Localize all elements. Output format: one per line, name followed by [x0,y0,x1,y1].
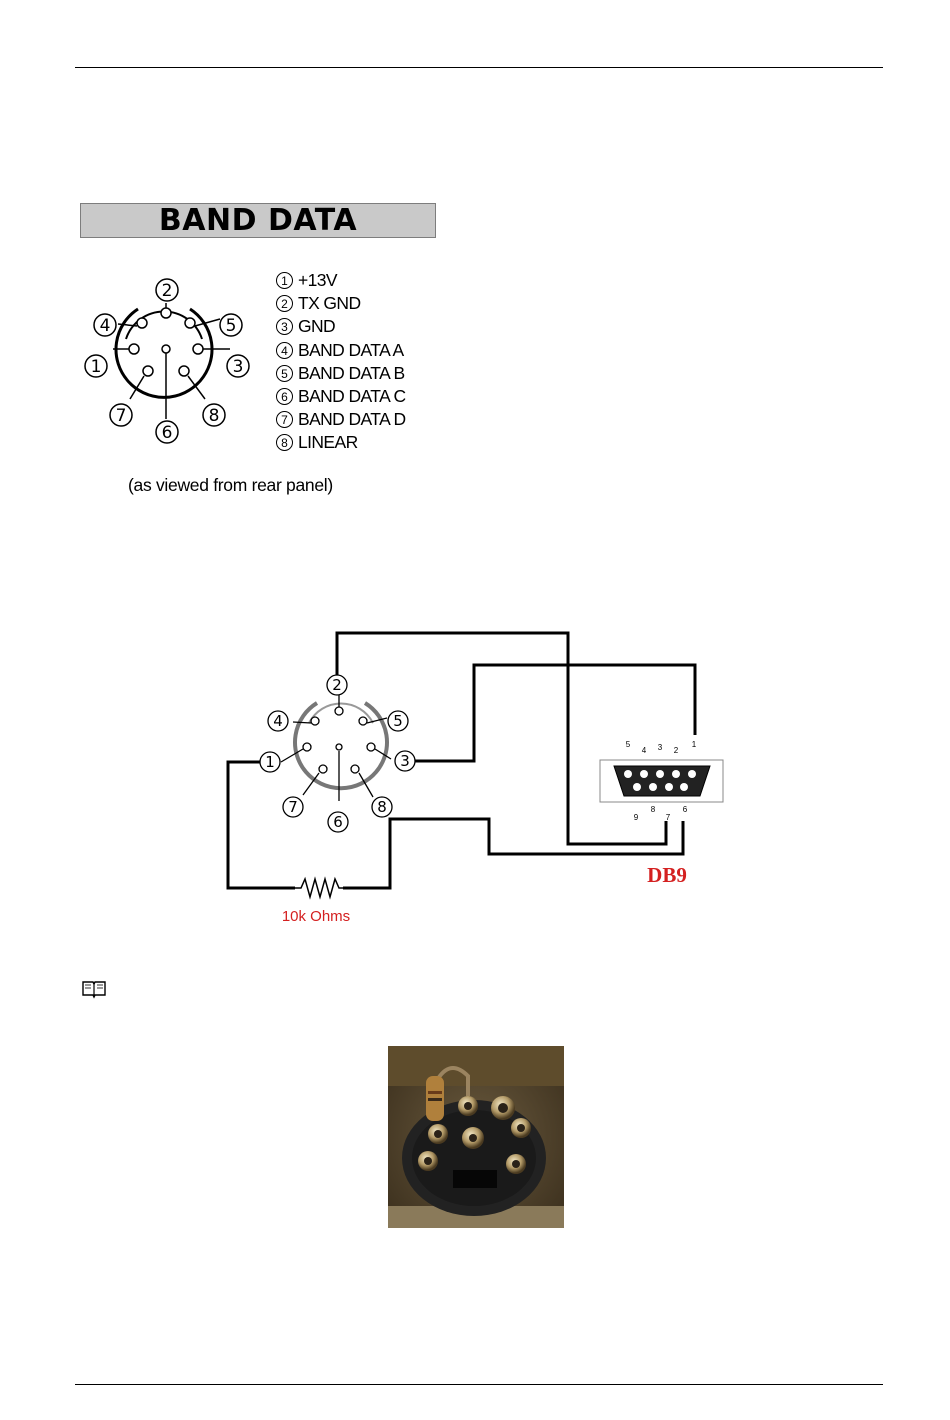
pin-item: 8 LINEAR [276,431,406,454]
svg-text:6: 6 [333,813,343,831]
pin-item: 6 BAND DATA C [276,385,406,408]
svg-text:8: 8 [377,798,387,816]
pin-label: BAND DATA B [298,362,405,385]
pin-label: GND [298,315,335,338]
svg-text:8: 8 [651,805,656,814]
svg-text:4: 4 [273,712,283,730]
wire-resistor-pin8-db9 [343,819,683,888]
open-book-icon [81,979,107,999]
svg-text:6: 6 [683,805,688,814]
pin-label: TX GND [298,292,361,315]
svg-text:7: 7 [666,813,671,822]
din-connector-diagram: 2 4 5 1 3 7 8 6 [80,269,260,449]
pin-hole-4 [137,318,147,328]
pin-number-badge: 2 [276,295,293,312]
rear-panel-note: (as viewed from rear panel) [128,475,333,496]
pin-label: BAND DATA D [298,408,406,431]
resistor-label: 10k Ohms [282,908,350,925]
svg-text:2: 2 [674,746,679,755]
svg-text:5: 5 [226,316,237,336]
svg-text:7: 7 [116,406,127,426]
pin-hole-5 [185,318,195,328]
connector-photo [388,1046,564,1228]
svg-text:4: 4 [100,316,111,336]
pin-number-badge: 6 [276,388,293,405]
pin-hole-2 [161,308,171,318]
db9-label: DB9 [647,863,687,887]
pin-number-badge: 8 [276,434,293,451]
svg-text:2: 2 [332,676,342,694]
pin-item: 5 BAND DATA B [276,362,406,385]
header-rule [75,67,883,68]
wire-pin1-resistor [228,762,295,888]
svg-text:8: 8 [209,406,220,426]
footer-rule [75,1384,883,1385]
resistor-symbol [295,879,343,897]
pin-item: 1 +13V [276,269,406,292]
pin-hole-1 [129,344,139,354]
svg-text:2: 2 [162,281,173,301]
wiring-diagram: 10k Ohms 2 4 5 1 3 7 8 6 [215,625,735,935]
db9-connector [600,760,723,802]
pin-label: +13V [298,269,337,292]
svg-text:5: 5 [626,740,631,749]
pin-number-badge: 7 [276,411,293,428]
svg-text:3: 3 [233,357,244,377]
svg-text:1: 1 [91,357,102,377]
pin-number-badge: 4 [276,342,293,359]
pin-hole-3 [193,344,203,354]
svg-text:3: 3 [400,752,410,770]
pin-number-badge: 1 [276,272,293,289]
svg-text:1: 1 [692,740,697,749]
pin-label: LINEAR [298,431,358,454]
svg-text:6: 6 [162,423,173,443]
pin-item: 2 TX GND [276,292,406,315]
svg-text:5: 5 [393,712,403,730]
band-data-figure: BAND DATA 2 4 5 [80,203,436,503]
pin-number-badge: 3 [276,318,293,335]
svg-text:4: 4 [642,746,647,755]
pin-hole-8 [179,366,189,376]
pin-item: 7 BAND DATA D [276,408,406,431]
wire-pin3-db9 [415,665,695,761]
pin-hole-7 [143,366,153,376]
pin-label: BAND DATA A [298,339,404,362]
pin-hole-6 [162,345,170,353]
band-data-title: BAND DATA [80,203,436,238]
svg-text:1: 1 [265,753,275,771]
svg-text:3: 3 [658,743,663,752]
pin-item: 4 BAND DATA A [276,339,406,362]
pin-label: BAND DATA C [298,385,406,408]
svg-text:7: 7 [288,798,298,816]
svg-text:9: 9 [634,813,639,822]
pin-number-badge: 5 [276,365,293,382]
pin-item: 3 GND [276,315,406,338]
